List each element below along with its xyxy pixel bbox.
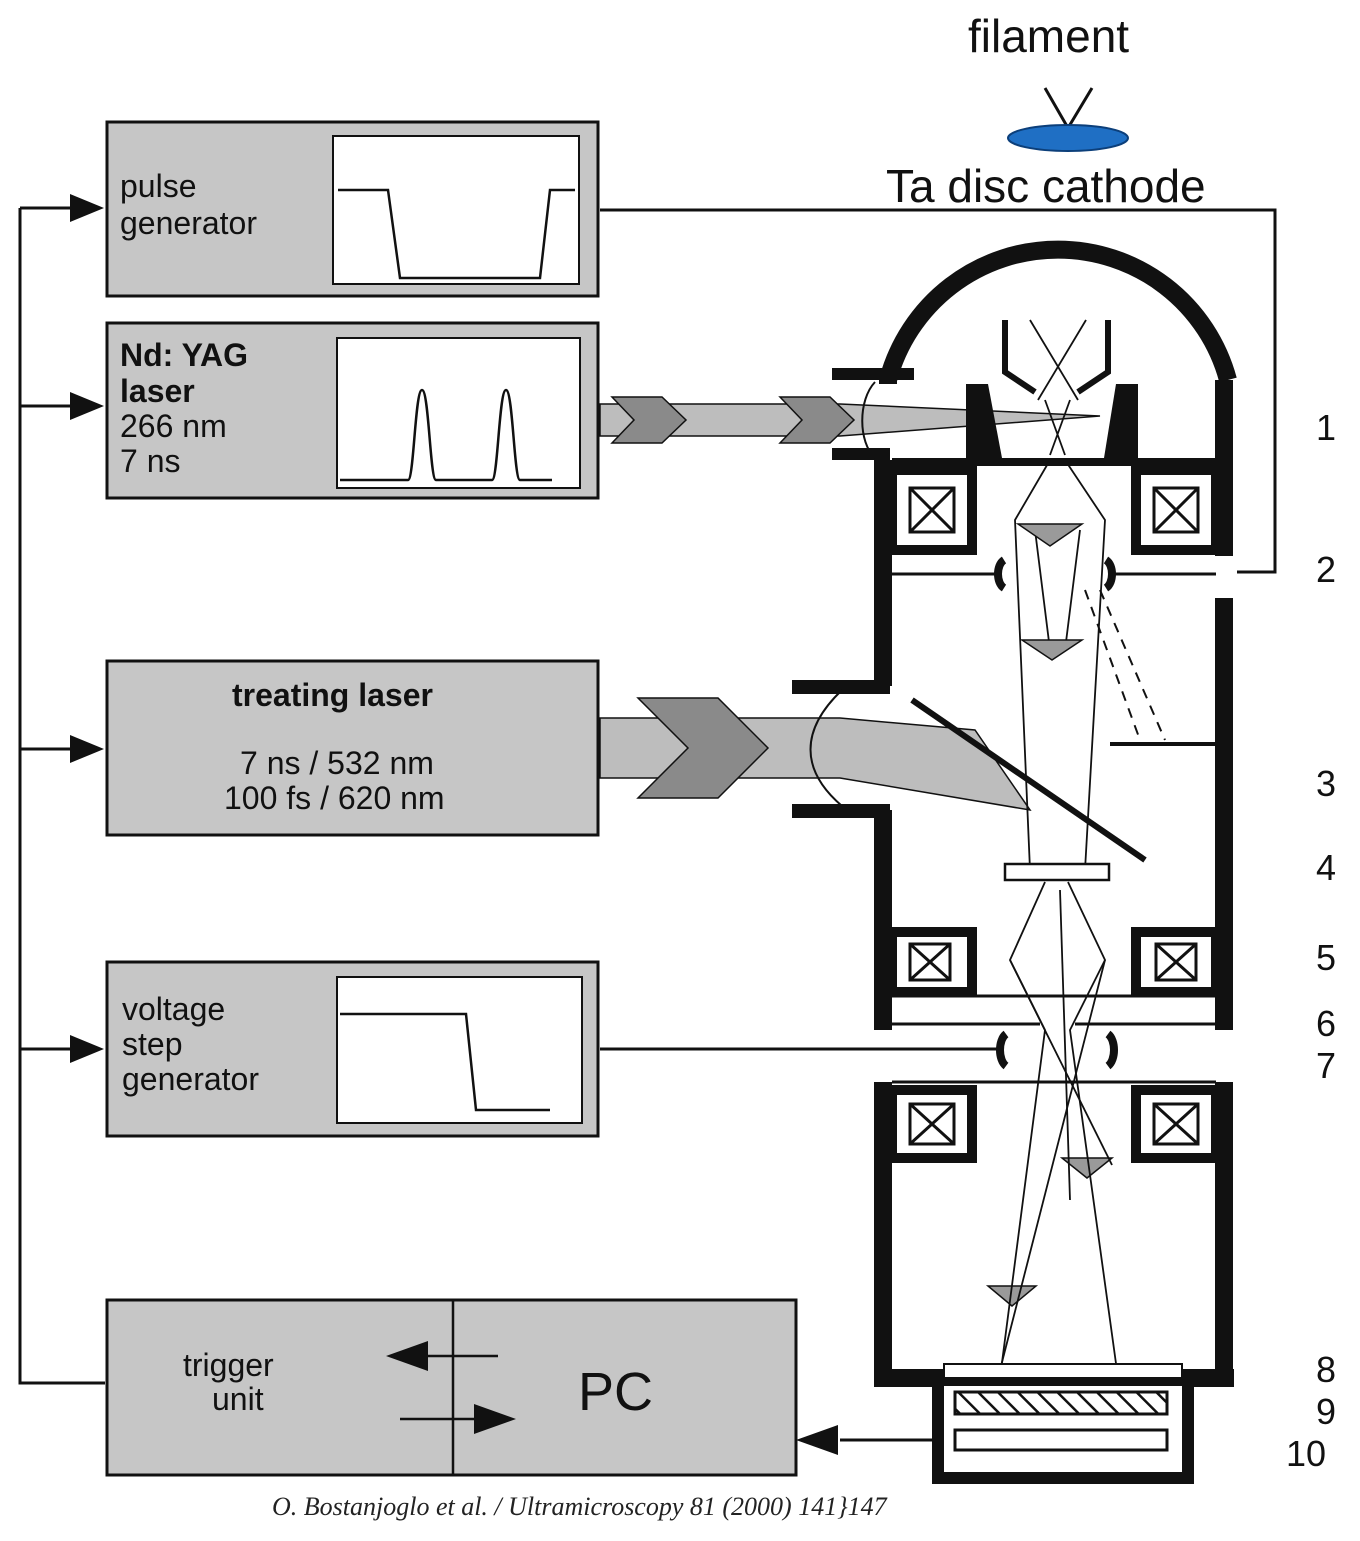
lens-lower bbox=[887, 1085, 1221, 1163]
cathode-group: filament Ta disc cathode bbox=[886, 10, 1206, 212]
pc-label: PC bbox=[578, 1362, 653, 1422]
treating-label-3: 100 fs / 620 nm bbox=[224, 780, 445, 816]
number-4: 4 bbox=[1316, 847, 1336, 888]
filament-label: filament bbox=[968, 10, 1129, 62]
arrow-left-icon bbox=[386, 1341, 428, 1371]
treating-laser-box: treating laser 7 ns / 532 nm 100 fs / 62… bbox=[105, 659, 600, 837]
number-6: 6 bbox=[1316, 1003, 1336, 1044]
pulse-label-2: generator bbox=[120, 205, 257, 241]
pulse-label-1: pulse bbox=[120, 168, 197, 204]
citation: O. Bostanjoglo et al. / Ultramicroscopy … bbox=[272, 1492, 888, 1521]
treating-beam bbox=[599, 697, 1032, 812]
voltage-label-3: generator bbox=[122, 1061, 259, 1097]
pulse-generator-box: pulse generator bbox=[105, 120, 600, 298]
component-numbers: 1 2 3 4 5 6 7 8 9 10 bbox=[1286, 407, 1336, 1474]
treating-label-2: 7 ns / 532 nm bbox=[240, 745, 434, 781]
lens-upper bbox=[887, 465, 1221, 555]
signal-wires bbox=[600, 208, 1277, 1442]
bus-arrowheads bbox=[70, 194, 104, 1063]
number-8: 8 bbox=[1316, 1349, 1336, 1390]
number-5: 5 bbox=[1316, 937, 1336, 978]
voltage-label-1: voltage bbox=[122, 991, 225, 1027]
ta-disc-cathode bbox=[1007, 124, 1129, 152]
number-9: 9 bbox=[1316, 1391, 1336, 1432]
microscope-column bbox=[792, 240, 1237, 1484]
yag-waveform bbox=[340, 388, 552, 482]
treating-label-1: treating laser bbox=[232, 677, 433, 713]
number-1: 1 bbox=[1316, 407, 1336, 448]
trigger-label-1: trigger bbox=[183, 1347, 274, 1383]
yag-label-2: laser bbox=[120, 373, 195, 409]
yag-laser-box: Nd: YAG laser 266 nm 7 ns bbox=[105, 321, 600, 500]
voltage-label-2: step bbox=[122, 1026, 182, 1062]
number-10: 10 bbox=[1286, 1433, 1326, 1474]
voltage-waveform bbox=[340, 1012, 550, 1112]
voltage-step-generator-box: voltage step generator bbox=[105, 960, 600, 1138]
yag-label-1: Nd: YAG bbox=[120, 337, 248, 373]
trigger-bus bbox=[18, 206, 105, 1385]
yag-beam bbox=[599, 396, 1101, 444]
arrow-right-icon bbox=[474, 1404, 516, 1434]
lens-objective bbox=[887, 927, 1221, 997]
trigger-label-2: unit bbox=[212, 1381, 264, 1417]
yag-label-4: 7 ns bbox=[120, 443, 180, 479]
trigger-pc-box: trigger unit PC bbox=[105, 1298, 798, 1477]
arrow-to-pc-icon bbox=[796, 1425, 838, 1455]
number-7: 7 bbox=[1316, 1045, 1336, 1086]
number-3: 3 bbox=[1316, 763, 1336, 804]
filament-wire bbox=[1043, 87, 1094, 131]
number-2: 2 bbox=[1316, 549, 1336, 590]
cathode-label: Ta disc cathode bbox=[886, 160, 1206, 212]
yag-label-3: 266 nm bbox=[120, 408, 227, 444]
pulse-waveform bbox=[338, 188, 575, 280]
